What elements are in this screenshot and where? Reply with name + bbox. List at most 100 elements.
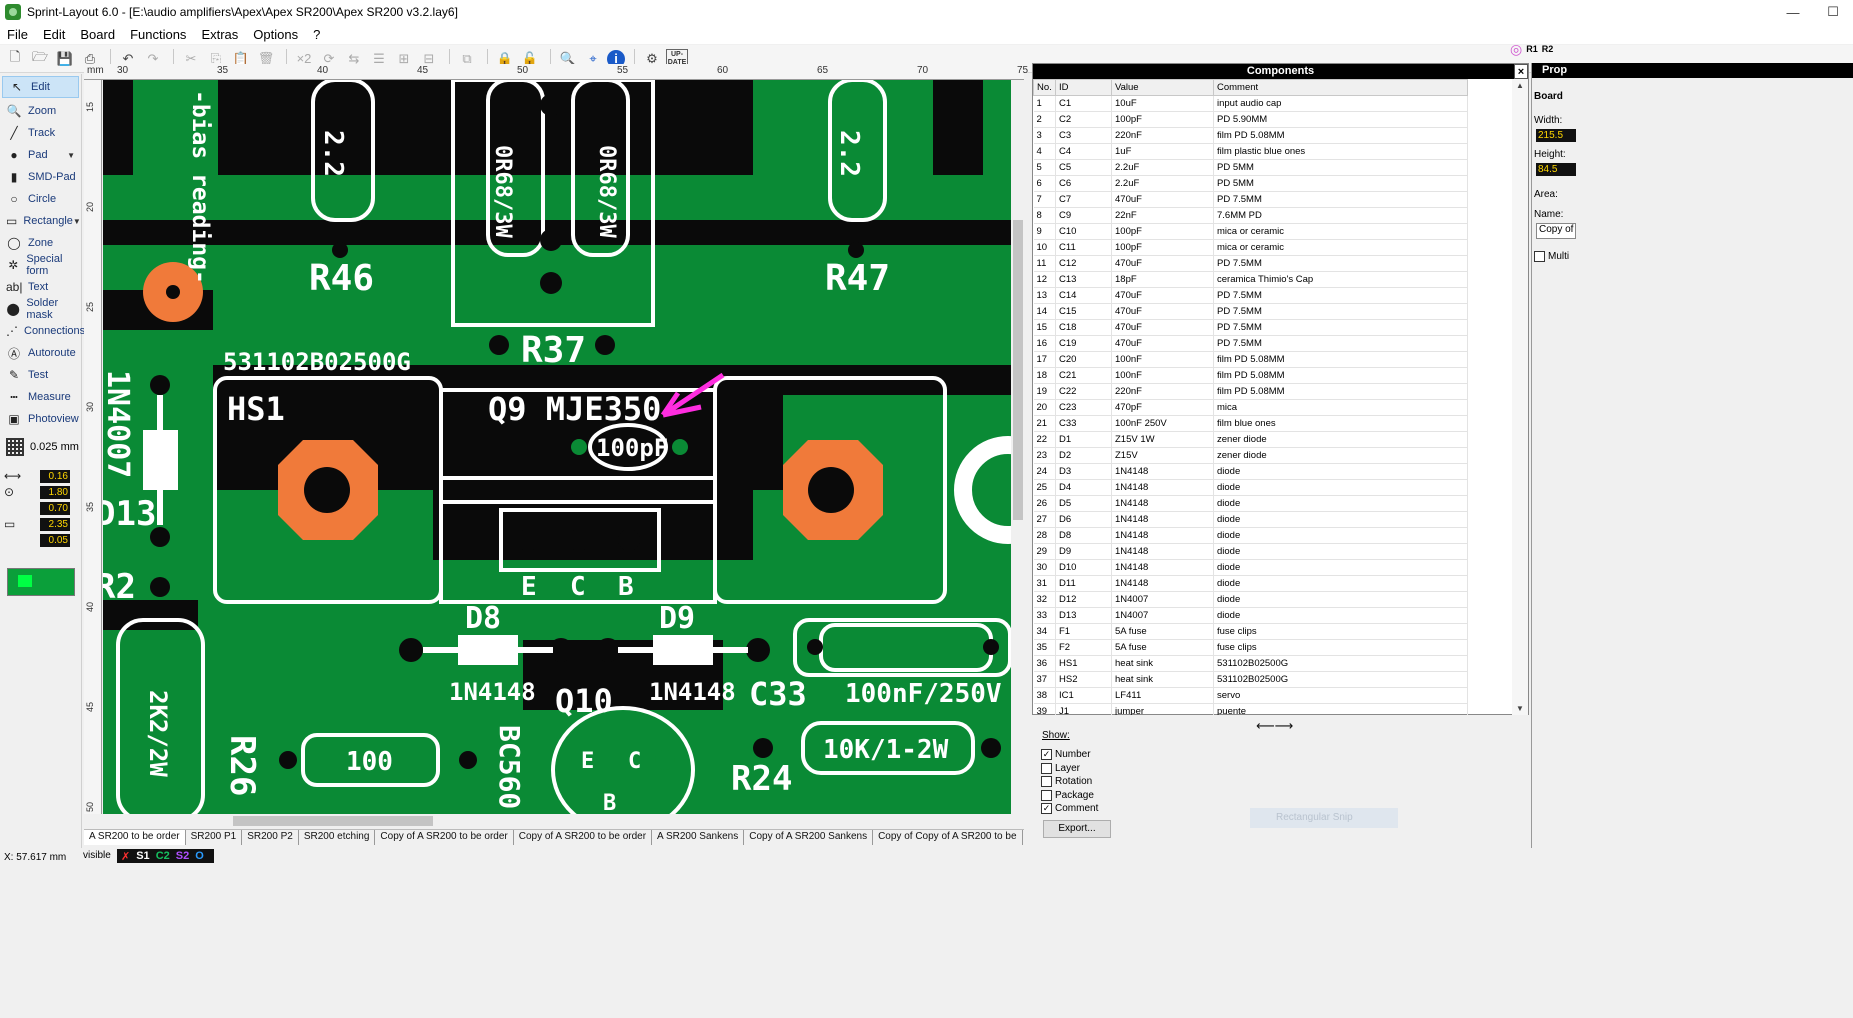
tool-measure[interactable]: ┅Measure [0,386,81,408]
tool-smd-pad[interactable]: ▮SMD-Pad [0,166,81,188]
r2-button[interactable]: R2 [1541,44,1554,54]
tool-zoom[interactable]: 🔍Zoom [0,100,81,122]
redo-icon[interactable]: ↷ [147,50,159,66]
lock-icon[interactable]: 🔒 [496,50,514,66]
duplicate-button[interactable]: ×2 [296,51,312,66]
layout-tab[interactable]: SR200 etching [299,830,376,845]
scroll-up-icon[interactable]: ▲ [1516,81,1524,90]
menu-help[interactable]: ? [313,26,321,42]
copy-icon[interactable]: ⎘ [210,50,222,66]
checkbox[interactable] [1041,776,1052,787]
checkbox[interactable]: ✓ [1041,803,1052,814]
height-value[interactable]: 84.5 [1536,163,1576,176]
layout-tab[interactable]: Copy of Copy of A SR200 to be [873,830,1023,845]
tool-connections[interactable]: ⋰Connections [0,320,85,342]
layer-c2-toggle[interactable]: C2 [155,850,170,862]
width-value[interactable]: 215.5 [1536,129,1576,142]
name-input[interactable]: Copy of [1536,223,1576,239]
tool-pad[interactable]: ●Pad▼ [0,144,81,166]
unlock-icon[interactable]: 🔓 [521,50,539,66]
maximize-button[interactable]: ☐ [1827,4,1839,19]
layout-tab[interactable]: Copy of A SR200 to be order [375,830,514,845]
horizontal-scroll-thumb[interactable] [233,816,433,826]
mirror-h-icon[interactable]: ⇆ [348,50,360,66]
board-canvas[interactable]: -bias reading- R46 2.2 R47 2.2 R37 0R68/… [103,80,1011,814]
tool-circle[interactable]: ○Circle [0,188,81,210]
chevron-down-icon[interactable]: ▼ [67,150,75,160]
menu-edit[interactable]: Edit [42,26,66,42]
open-folder-icon[interactable]: 🗁 [31,48,49,64]
snap-icon[interactable]: ⌖ [589,50,597,66]
canvas-vertical-scrollbar[interactable] [1011,80,1025,814]
param-value[interactable]: 0.70 [40,501,70,515]
layer-c1-toggle[interactable]: ✗ [121,850,131,863]
menu-board[interactable]: Board [80,26,116,42]
layout-tab[interactable]: A SR200 to be order [84,830,186,845]
tool-special-form[interactable]: ✲Special form [0,253,81,277]
checkbox[interactable] [1041,762,1052,774]
layout-tab[interactable]: SR200 P2 [242,830,299,845]
canvas-horizontal-scrollbar[interactable] [103,814,1011,828]
tool-rectangle[interactable]: ▭Rectangle▼ [0,210,81,232]
settings-gear-icon[interactable]: ⚙ [646,50,658,66]
show-option-layer[interactable]: Layer [1041,762,1080,774]
ungroup-icon[interactable]: ⊟ [423,50,435,66]
layout-tab[interactable]: Copy of A SR200 Sankens [744,830,874,845]
tool-zone[interactable]: ◯Zone [0,232,81,254]
grid-selector[interactable]: 0.025 mm [0,434,81,460]
chevron-down-icon[interactable]: ▼ [72,216,81,226]
menu-file[interactable]: File [7,26,28,42]
tool-edit[interactable]: ↖Edit [2,76,79,98]
tool-solder-mask[interactable]: ⬤Solder mask [0,297,81,321]
menu-options[interactable]: Options [253,26,299,42]
undo-icon[interactable]: ↶ [122,50,134,66]
layout-tab[interactable]: SR200 P1 [186,830,243,845]
multi-checkbox[interactable]: Multi [1534,251,1569,262]
col-header-no[interactable]: No. [1033,79,1056,96]
paste-icon[interactable]: 📋 [232,50,250,66]
multi-checkbox-box[interactable] [1534,251,1545,262]
show-option-comment[interactable]: ✓Comment [1041,803,1098,814]
info-icon[interactable]: i [607,49,625,68]
circle-tool-icon[interactable]: ◎ [1510,40,1523,57]
tool-photoview[interactable]: ▣Photoview [0,408,81,430]
layout-tab[interactable]: Copy of A SR200 to be order [514,830,653,845]
layer-o-toggle[interactable]: O [195,850,204,862]
show-option-number[interactable]: ✓Number [1041,749,1091,760]
minimize-button[interactable]: — [1786,4,1800,20]
new-file-icon[interactable]: 🗋 [9,48,21,64]
checkbox[interactable] [1041,789,1052,801]
checkbox[interactable]: ✓ [1041,749,1052,760]
group-icon[interactable]: ⊞ [398,50,410,66]
